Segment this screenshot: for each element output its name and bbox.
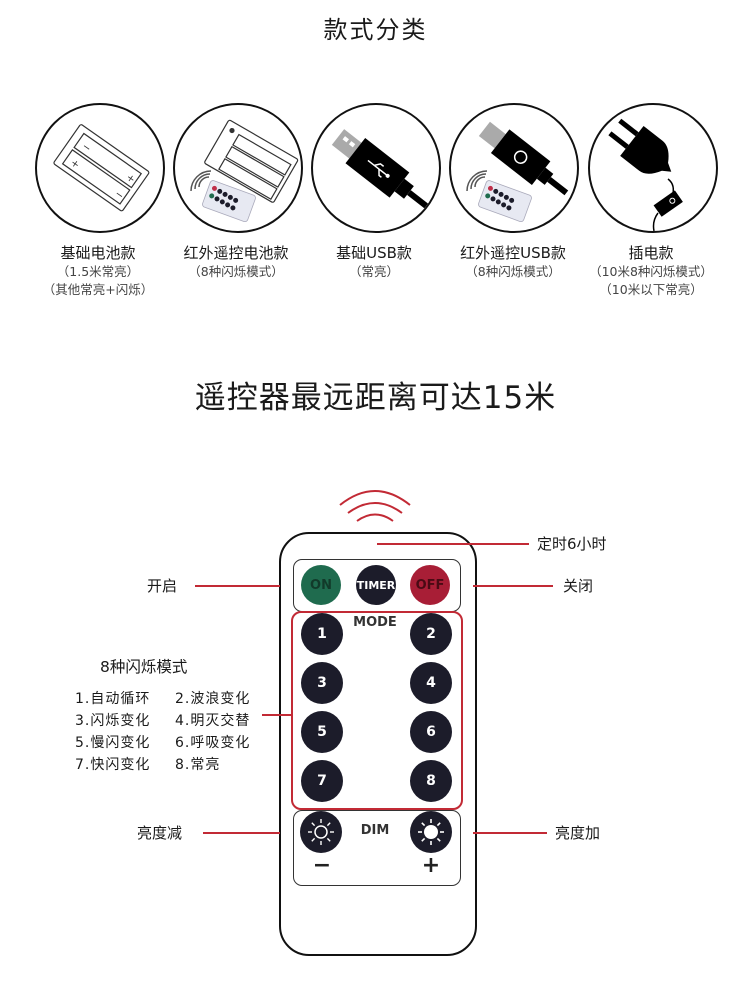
dim-down-pointer-line [203,832,280,834]
dim-label: DIM [360,823,390,838]
dim-down-annotation: 亮度减 [137,824,183,842]
mode-button-group [291,611,463,810]
category-plug-in: 插电款 （10米8种闪烁模式） （10米以下常亮） [589,244,713,297]
mode-1-button[interactable]: 1 [301,613,343,655]
on-annotation: 开启 [147,577,178,595]
mode-8-button[interactable]: 8 [410,760,452,802]
mode-5-button[interactable]: 5 [301,711,343,753]
ir-remote-usb-icon [449,103,579,233]
timer-pointer-line [377,543,529,545]
ir-signal-icon [339,490,411,522]
off-annotation: 关闭 [563,577,594,595]
timer-annotation: 定时6小时 [537,535,607,553]
off-pointer-line [473,585,553,587]
sun-outline-icon [308,819,334,845]
sun-filled-icon [418,819,444,845]
mode-label: MODE [353,615,397,630]
category-basic-battery: 基础电池款 （1.5米常亮） （其他常亮+闪烁） [42,244,154,297]
dim-down-button[interactable] [300,811,342,853]
category-ir-battery: 红外遥控电池款 （8种闪烁模式） [183,244,289,279]
mode-3-button[interactable]: 3 [301,662,343,704]
power-plug-icon [588,103,718,233]
modes-pointer-line [262,714,291,716]
ir-remote-battery-icon [173,103,303,233]
mode-4-button[interactable]: 4 [410,662,452,704]
off-button[interactable]: OFF [410,565,450,605]
category-basic-usb: 基础USB款 （常亮） [336,244,412,279]
mode-7-button[interactable]: 7 [301,760,343,802]
battery-box-icon: − + + − [35,103,165,233]
minus-symbol: − [312,853,332,878]
mode-2-button[interactable]: 2 [410,613,452,655]
dim-up-annotation: 亮度加 [555,824,601,842]
plus-symbol: + [421,853,441,878]
on-button[interactable]: ON [301,565,341,605]
dim-up-button[interactable] [410,811,452,853]
category-ir-usb: 红外遥控USB款 （8种闪烁模式） [460,244,566,279]
dim-button-group [293,810,461,886]
usb-plug-icon [311,103,441,233]
timer-button[interactable]: TIMER [356,565,396,605]
modes-title: 8种闪烁模式 [100,658,188,676]
dim-up-pointer-line [473,832,547,834]
on-pointer-line [195,585,280,587]
mode-6-button[interactable]: 6 [410,711,452,753]
section-title-styles: 款式分类 [323,16,428,44]
section-title-remote-range: 遥控器最远距离可达15米 [194,380,557,416]
